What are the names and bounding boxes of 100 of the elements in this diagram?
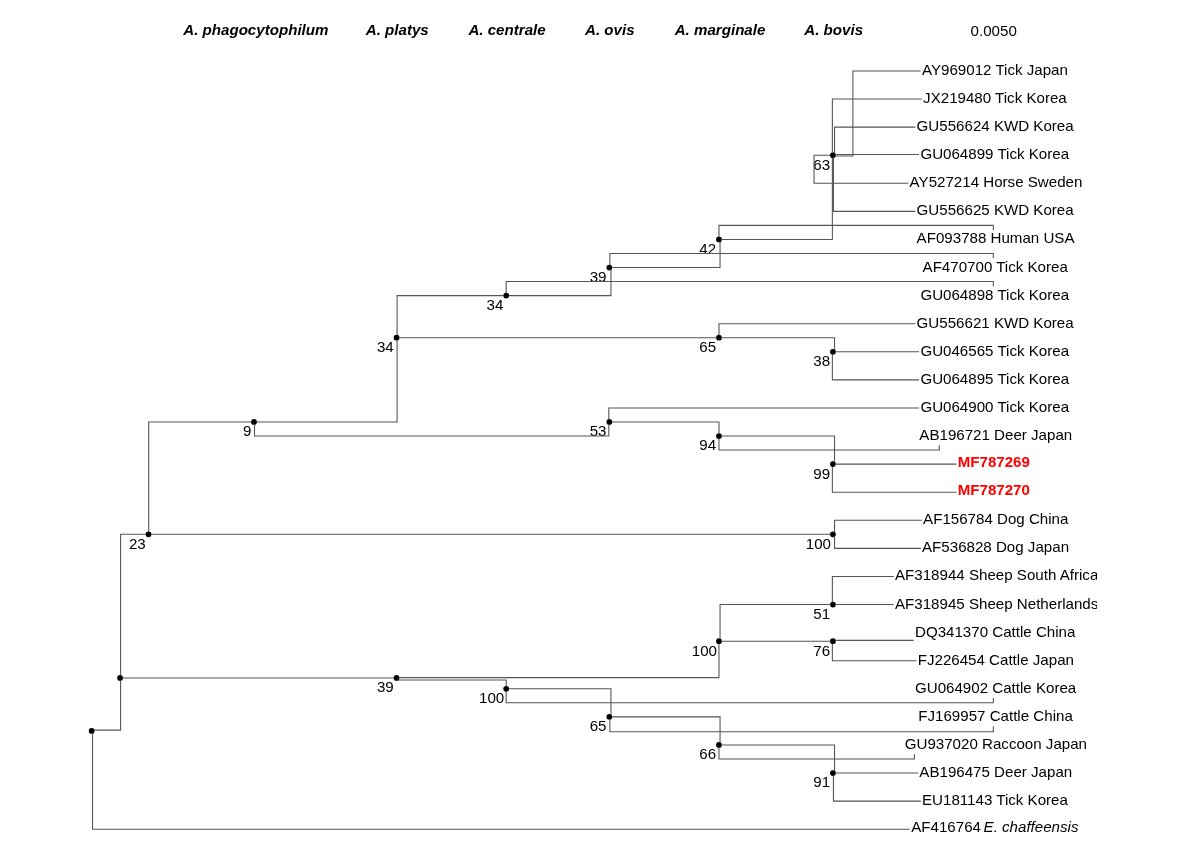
node-point [715, 433, 722, 439]
node-text: JX219480 Tick Korea [922, 89, 1067, 107]
connector [505, 690, 994, 704]
connector [831, 466, 957, 493]
connector [831, 575, 894, 603]
node-text: GU064898 Tick Korea [919, 285, 1069, 303]
connector [253, 423, 609, 437]
label: A. centrale [467, 20, 546, 38]
connector [813, 154, 909, 184]
node-text: FJ226454 Cattle Japan [917, 650, 1074, 668]
node-text: MF787270 [957, 481, 1030, 499]
connector [833, 126, 916, 154]
connector [717, 746, 915, 760]
connector [147, 421, 252, 533]
node-label: 94 [698, 436, 716, 454]
node-label: 65 [589, 717, 607, 735]
node-point [250, 419, 257, 425]
node-text: AF416764 E. chaffeensis [910, 818, 1078, 836]
node-text: AF470700 Tick Korea [922, 257, 1068, 275]
node-text: GU556624 KWD Korea [916, 117, 1074, 135]
label: A. bovis [803, 20, 863, 38]
node-text: GU046565 Tick Korea [919, 341, 1069, 359]
node-label: 65 [698, 338, 716, 356]
node-text: FJ169957 Cattle China [917, 706, 1073, 724]
connector [611, 241, 721, 269]
node-point [393, 334, 399, 341]
connector [397, 337, 717, 339]
connector [397, 643, 719, 679]
label: A. ovis [584, 20, 635, 38]
connector [833, 535, 921, 549]
node-label: 39 [376, 678, 394, 696]
node-text: AF318945 Sheep Netherlands [894, 594, 1098, 612]
node-point [145, 531, 151, 538]
connector [149, 533, 831, 535]
node-label: 99 [812, 464, 830, 482]
connector [720, 744, 835, 772]
connector [831, 643, 917, 662]
node-text: GU556625 KWD Korea [916, 201, 1074, 219]
connector [833, 519, 922, 534]
node-point [829, 531, 836, 538]
node-text: GU556621 KWD Korea [916, 313, 1074, 331]
connector [507, 688, 611, 716]
connector [831, 353, 919, 381]
connector [121, 677, 395, 679]
node-text: GU064899 Tick Korea [919, 145, 1069, 163]
connector [611, 421, 719, 435]
connector [91, 732, 910, 830]
node-text: AF536828 Dog Japan [921, 538, 1069, 556]
node-point [393, 675, 399, 681]
connector [834, 351, 920, 353]
connector [719, 604, 831, 640]
node-point [605, 714, 612, 720]
connector [834, 463, 957, 465]
node-text: AF093788 Human USA [916, 229, 1075, 247]
node-label: 23 [128, 534, 146, 552]
label: A. platys [365, 20, 429, 38]
label: A. marginale [674, 20, 765, 38]
node-text: AB196475 Deer Japan [918, 763, 1072, 781]
connector [611, 716, 721, 744]
node-label: 34 [376, 338, 394, 356]
node-point [829, 638, 836, 645]
node-text: DQ341370 Cattle China [914, 622, 1075, 640]
node-label: 100 [478, 689, 504, 707]
connector [834, 772, 919, 774]
node-label: 51 [812, 604, 830, 622]
node-text: AY527214 Horse Sweden [909, 173, 1082, 191]
node-point [829, 770, 836, 776]
connector [255, 339, 398, 423]
node-point [116, 675, 123, 681]
connector [831, 98, 922, 154]
node-point [715, 742, 722, 748]
node-text: MF787269 [957, 453, 1030, 471]
node-point [829, 152, 836, 159]
node-label: 53 [589, 422, 607, 440]
connector [834, 639, 914, 641]
connector [832, 775, 921, 802]
node-text: AY969012 Tick Japan [921, 60, 1068, 78]
connector [717, 437, 940, 451]
node-point [715, 334, 722, 341]
node-point [502, 292, 509, 299]
node-label: 63 [812, 155, 830, 173]
connector [607, 407, 920, 421]
connector [397, 679, 507, 687]
node-label: 100 [805, 534, 831, 552]
node-point [502, 685, 509, 692]
node-point [829, 348, 836, 355]
node-label: 34 [486, 296, 503, 314]
node-label: 66 [698, 745, 716, 763]
connector [507, 268, 611, 297]
node-text: GU064900 Tick Korea [919, 397, 1069, 415]
connector [834, 70, 921, 157]
connector [608, 252, 994, 266]
node-label: 38 [812, 352, 830, 370]
node-point [715, 236, 722, 243]
node-label: 91 [812, 773, 830, 791]
node-label: 76 [812, 641, 830, 659]
node-text: GU064902 Cattle Korea [914, 678, 1076, 696]
node-label: 9 [242, 422, 251, 440]
node-point [88, 728, 95, 734]
node-text: EU181143 Tick Korea [921, 791, 1068, 809]
